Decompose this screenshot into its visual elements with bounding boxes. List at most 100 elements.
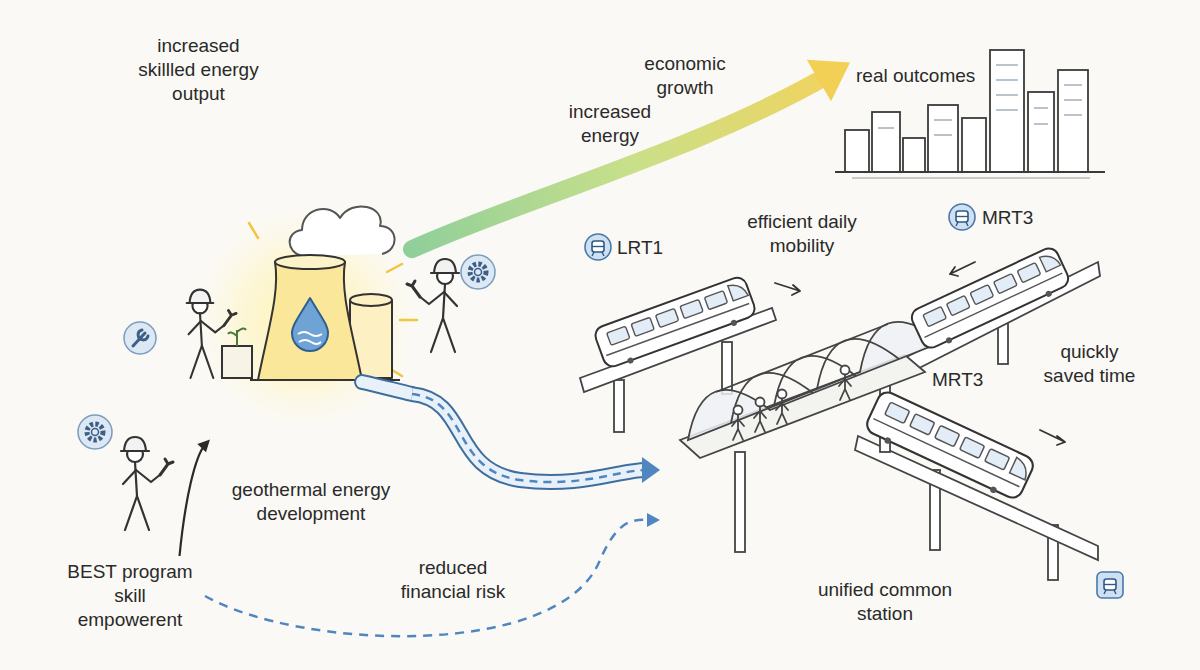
direction-arrow	[775, 283, 800, 295]
plant-glow	[190, 203, 420, 433]
label-box: efficient daily mobility	[742, 210, 862, 258]
arrowhead	[197, 439, 210, 452]
geothermal-plant	[250, 206, 412, 394]
illustration	[187, 290, 236, 378]
city-skyline	[1058, 70, 1088, 172]
crate-and-sprout	[228, 328, 246, 346]
direction-arrow	[775, 262, 1065, 445]
common-station	[735, 452, 745, 552]
geothermal-plant	[362, 382, 412, 394]
common-station	[716, 324, 899, 423]
city-skyline	[878, 127, 894, 128]
city-skyline	[1064, 99, 1082, 100]
city-skyline	[845, 130, 869, 172]
city-skyline	[835, 50, 1105, 178]
plant-glow	[387, 264, 402, 272]
illustration	[839, 366, 851, 401]
label-box: increased energy	[560, 100, 660, 148]
wrench-icon	[124, 322, 156, 354]
geothermal-plant	[275, 255, 345, 269]
wrench-icon	[124, 322, 156, 354]
connector-line	[412, 394, 646, 482]
label-box: MRT3	[932, 368, 983, 392]
line-badge	[585, 204, 1123, 598]
node-text: geothermal energy development	[211, 478, 411, 526]
annotation-label: increased energy	[560, 100, 660, 148]
annotation-label: LRT1	[617, 236, 663, 260]
illustration	[407, 259, 459, 352]
arrowhead	[807, 60, 850, 101]
direction-arrow	[1040, 430, 1065, 445]
wrench-icon	[133, 330, 148, 346]
city-skyline	[990, 50, 1024, 172]
common-station	[716, 324, 888, 392]
city-skyline	[996, 64, 1018, 65]
illustration	[909, 245, 1073, 353]
elevated-guideway	[580, 262, 1100, 580]
geothermal-plant	[290, 206, 395, 256]
node-text: BEST program skill empowerent	[60, 560, 200, 632]
illustration	[78, 415, 112, 449]
geothermal-plant	[258, 262, 362, 380]
connector-line	[205, 520, 654, 636]
city-skyline	[996, 94, 1018, 95]
illustration	[732, 406, 744, 441]
label-box: MRT3	[982, 206, 1033, 230]
line-badge	[585, 234, 611, 260]
arrowhead	[642, 457, 660, 483]
crate-and-sprout	[222, 346, 252, 378]
label-box: quickly saved time	[1042, 340, 1137, 388]
crate-and-sprout	[222, 328, 252, 378]
city-skyline	[903, 138, 925, 172]
illustrated-node: BEST program skill empowerent	[55, 556, 205, 636]
illustration	[121, 437, 173, 530]
connector-line	[180, 444, 206, 556]
city-skyline	[934, 134, 952, 135]
city-skyline	[928, 105, 958, 172]
illustration	[862, 389, 1036, 504]
city-skyline	[835, 171, 1105, 173]
illustration	[461, 255, 495, 289]
illustration	[776, 390, 788, 425]
geothermal-plant	[362, 382, 412, 394]
line-badge	[592, 241, 604, 256]
city-skyline	[1034, 123, 1048, 124]
city-skyline	[1064, 84, 1082, 85]
city-skyline	[872, 112, 900, 172]
elevated-guideway	[614, 380, 624, 432]
connector	[205, 513, 660, 636]
line-badge	[956, 211, 968, 226]
annotation-label: efficient daily mobility	[742, 210, 862, 258]
city-skyline	[996, 109, 1018, 110]
connector	[180, 439, 211, 556]
geothermal-plant	[298, 332, 322, 344]
label-box: economic growth	[640, 52, 730, 100]
city-skyline	[1064, 114, 1082, 115]
arrowhead	[647, 513, 660, 527]
line-badge	[949, 204, 975, 230]
annotation-label: MRT3	[932, 368, 983, 392]
illustrated-node: increased skillled energy output	[126, 30, 271, 110]
city-skyline	[934, 119, 952, 120]
connector-line	[412, 394, 646, 482]
annotation-label: economic growth	[640, 52, 730, 100]
illustration	[754, 398, 766, 433]
annotation-label: MRT3	[982, 206, 1033, 230]
illustrated-node: geothermal energy development	[210, 228, 412, 530]
annotation-label: reduced financial risk	[398, 556, 508, 604]
node-text: real outcomes	[856, 64, 1006, 88]
city-skyline	[996, 79, 1018, 80]
illustrated-node: unified common station	[660, 300, 970, 640]
connector-line	[412, 394, 646, 482]
label-box: reduced financial risk	[398, 556, 508, 604]
illustrated-node: real outcomes	[850, 40, 1105, 180]
illustration	[593, 275, 759, 372]
line-badge	[1104, 579, 1116, 594]
label-box: LRT1	[617, 236, 663, 260]
annotation-label: quickly saved time	[1042, 340, 1137, 388]
line-badge	[1097, 572, 1123, 598]
plant-glow	[400, 319, 417, 322]
geothermal-plant	[350, 294, 392, 306]
plant-glow	[249, 223, 258, 238]
plant-glow	[190, 203, 420, 433]
